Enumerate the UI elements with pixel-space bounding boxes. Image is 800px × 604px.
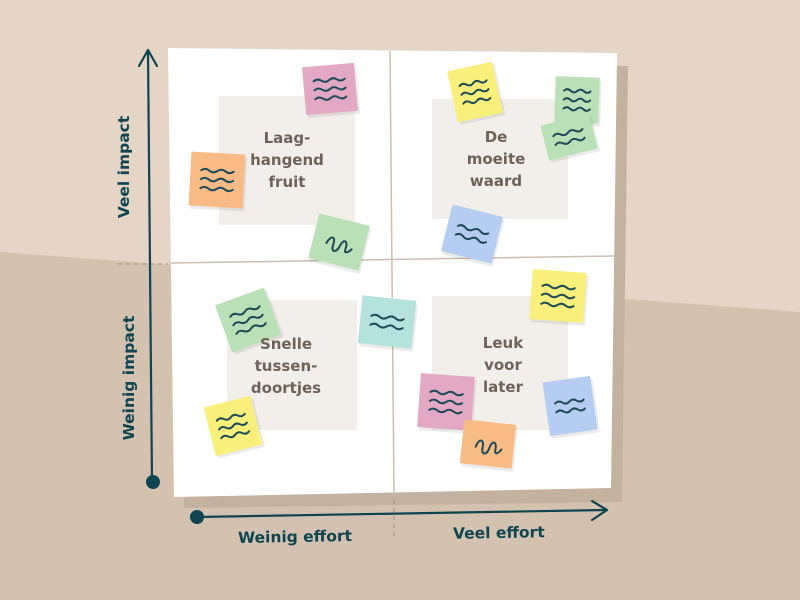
quadrant-label-line: hangend [250, 151, 324, 169]
scribble-icon [428, 389, 464, 415]
sticky-note-paper [540, 113, 598, 161]
quadrant-label-line: doortjes [250, 379, 322, 397]
quadrant-label-line: Snelle [259, 335, 313, 353]
sticky-note [302, 62, 361, 118]
scribble-icon [229, 305, 267, 335]
quadrant-label-bottom-left: Snelle tussen- doortjes [236, 333, 336, 399]
scribble-icon [552, 128, 586, 146]
board-divider-horizontal [170, 255, 615, 264]
sticky-note [542, 375, 600, 439]
sticky-note [447, 61, 506, 125]
quadrant-label-line: Laag- [263, 129, 311, 147]
sticky-note [308, 213, 372, 275]
scribble-icon [458, 79, 492, 105]
scribble-icon [199, 167, 235, 193]
y-axis-label-low: Weinig impact [120, 315, 138, 441]
sticky-note [529, 269, 589, 326]
scribble-icon [474, 439, 503, 455]
y-axis-arrowhead-icon [137, 48, 159, 68]
sticky-note-paper [440, 204, 504, 264]
x-axis-line [196, 508, 607, 519]
scribble-icon [454, 224, 490, 244]
scribble-icon [215, 412, 251, 440]
quadrant-label-line: later [482, 378, 523, 396]
quadrant-label-line: fruit [268, 173, 306, 191]
quadrant-label-line: moeite [466, 150, 526, 168]
scribble-icon [369, 313, 405, 331]
scribble-icon [312, 77, 348, 101]
sticky-note [554, 76, 602, 127]
quadrant-label-line: De [484, 128, 508, 146]
quadrant-label-line: Leuk [482, 334, 524, 352]
scribble-icon [562, 88, 592, 112]
x-axis-arrowhead-icon [590, 499, 609, 522]
sticky-note [440, 204, 505, 267]
quadrant-label-line: waard [469, 172, 523, 190]
y-axis-origin-dot-icon [146, 475, 160, 489]
quadrant-label-line: tussen- [254, 357, 318, 375]
x-axis-label-low: Weinig effort [237, 527, 353, 547]
sticky-note [417, 373, 477, 434]
x-axis-label-high: Veel effort [452, 523, 545, 543]
x-axis-origin-dot-icon [190, 510, 204, 524]
quadrant-label-line: voor [484, 356, 522, 374]
y-axis-line [146, 51, 154, 483]
sticky-note-paper [542, 375, 598, 437]
scribble-icon [325, 236, 353, 254]
sticky-note [215, 287, 284, 355]
sticky-note-paper [459, 419, 517, 469]
quadrant-panel-top-right [432, 99, 568, 219]
scribble-icon [540, 283, 576, 309]
sticky-notes [188, 61, 602, 472]
sticky-note-paper [308, 213, 370, 271]
sticky-note [459, 419, 518, 472]
quadrant-label-top-left: Laag- hangend fruit [237, 127, 337, 193]
sticky-note-paper [357, 295, 417, 349]
sticky-note [188, 151, 248, 212]
board-divider-vertical [389, 50, 395, 495]
sticky-note [357, 295, 419, 352]
quadrant-label-bottom-right: Leuk voor later [453, 332, 553, 398]
sticky-note [540, 113, 601, 163]
y-axis-label-high: Veel impact [115, 115, 133, 219]
scribble-icon [554, 398, 586, 414]
sticky-note [203, 395, 266, 459]
quadrant-label-top-right: De moeite waard [446, 126, 546, 192]
